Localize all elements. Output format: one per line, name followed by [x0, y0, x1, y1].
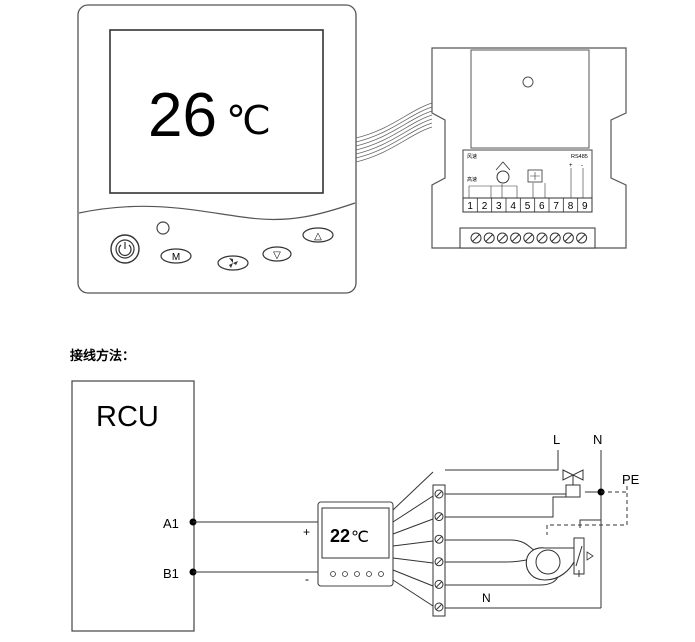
terminal-bar	[432, 484, 446, 617]
high-speed-label: 高速	[467, 176, 477, 183]
motor-symbol-icon	[496, 170, 510, 184]
terminal-number: 1	[467, 201, 473, 212]
terminal-number: 5	[525, 201, 531, 212]
a1-label: A1	[163, 516, 179, 531]
mode-button[interactable]: M	[160, 248, 192, 264]
mount-hole	[522, 76, 534, 88]
valve-wire-2	[445, 496, 573, 518]
pe-ground-wire	[546, 486, 628, 535]
terminal-number: 2	[482, 201, 488, 212]
thermostat-panel: 26 ℃ M ▽ △	[77, 4, 357, 294]
fanout-wires	[392, 471, 434, 607]
fan-wire-1	[445, 539, 541, 553]
valve-icon	[562, 469, 584, 498]
power-icon	[118, 244, 132, 256]
fan-motor-icon	[525, 537, 594, 581]
mini-thermostat: 22 ℃	[317, 501, 394, 587]
n-label: N	[593, 432, 602, 447]
thermostat-display	[109, 29, 324, 194]
power-button[interactable]	[110, 234, 140, 264]
fan-button[interactable]	[217, 255, 249, 271]
plus-label: +	[303, 525, 310, 539]
wiring-method-caption: 接线方法：	[70, 348, 135, 364]
down-arrow-icon: ▽	[273, 250, 281, 261]
fan-wire-2	[445, 557, 541, 563]
terminal-number: 9	[582, 201, 588, 212]
mode-button-label: M	[172, 252, 180, 263]
indicator-led	[156, 221, 170, 235]
display-temperature: 26	[148, 81, 217, 150]
terminal-number: 3	[496, 201, 502, 212]
rs485-minus: -	[581, 163, 583, 169]
up-button[interactable]: △	[302, 227, 334, 243]
fan-icon	[229, 258, 238, 268]
mini-display-unit: ℃	[351, 529, 369, 546]
display-unit: ℃	[226, 99, 271, 143]
down-button[interactable]: ▽	[262, 246, 292, 262]
pe-label: PE	[622, 472, 640, 487]
terminal-number-strip	[462, 197, 593, 213]
fan-speed-label: 风速	[467, 154, 477, 160]
terminal-number: 4	[510, 201, 516, 212]
mini-buttons	[330, 571, 384, 577]
minus-label: -	[305, 572, 309, 586]
up-arrow-icon: △	[314, 231, 322, 242]
rs485-label: RS485	[571, 154, 588, 160]
rs485-plus: +	[569, 163, 573, 169]
l-wire	[445, 450, 559, 471]
n-bottom-label: N	[482, 591, 491, 605]
b1-label: B1	[163, 566, 179, 581]
rcu-box: RCU A1 B1	[71, 380, 197, 632]
terminal-number: 8	[568, 201, 574, 212]
mini-display-temperature: 22	[330, 526, 350, 546]
ribbon-cable	[355, 102, 433, 163]
terminal-number: 7	[553, 201, 559, 212]
rcu-label: RCU	[96, 401, 159, 433]
l-label: L	[553, 432, 560, 447]
terminal-number: 6	[539, 201, 545, 212]
valve-wire-1	[445, 480, 574, 495]
panel-divider-curve	[78, 202, 356, 221]
